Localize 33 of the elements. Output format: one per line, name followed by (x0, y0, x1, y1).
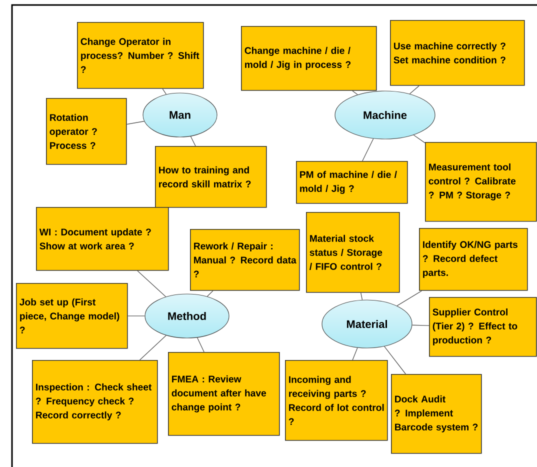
connector-line (412, 324, 430, 326)
connector-line (413, 134, 426, 144)
connector-line (396, 290, 422, 306)
connector-line (139, 335, 167, 360)
question-box: Measurement tool control ? Calibrate ? PM ? Storage ? (425, 142, 537, 222)
connector-line (360, 292, 363, 300)
question-box: PM of machine / die / mold / Jig ? (296, 161, 408, 204)
question-box: Incoming and receiving parts ? Record of lot control ? (285, 360, 388, 441)
connector-line (196, 337, 204, 352)
question-box: Job set up (First piece, Change model) ? (16, 283, 128, 349)
question-box: FMEA : Review document after have change point ? (168, 352, 280, 436)
question-box: Supplier Control (Tier 2) ? Effect to production ? (429, 297, 537, 357)
connector-line (352, 347, 358, 360)
question-box: Dock Audit ? Implement Barcode system ? (391, 374, 482, 454)
connector-line (126, 120, 145, 125)
connector-line (162, 88, 167, 95)
question-box: Rotation operator ? Process ? (46, 98, 127, 165)
question-box: WI : Document update ? Show at work area ? (36, 207, 169, 271)
question-box: Rework / Repair : Manual ? Record data ? (190, 229, 300, 291)
question-box: Identify OK/NG parts ? Record defect parts. (419, 228, 528, 291)
question-box: Material stock status / Storage / FIFO control ? (306, 212, 400, 293)
connector-line (137, 270, 166, 298)
question-box: Inspection : Check sheet ? Frequency check ? Record correctly ? (32, 360, 158, 444)
connector-line (384, 346, 406, 374)
connector-line (352, 90, 358, 95)
connector-line (409, 85, 420, 94)
question-box: Change machine / die / mold / Jig in process ? (241, 26, 377, 91)
connector-line (362, 138, 374, 162)
question-box: Change Operator in process? Number ? Shift ? (77, 22, 204, 89)
question-box: Use machine correctly ? Set machine condition ? (390, 20, 525, 86)
question-box: How to training and record skill matrix ? (155, 146, 267, 208)
connector-line (206, 290, 214, 297)
connector-line (190, 136, 196, 146)
